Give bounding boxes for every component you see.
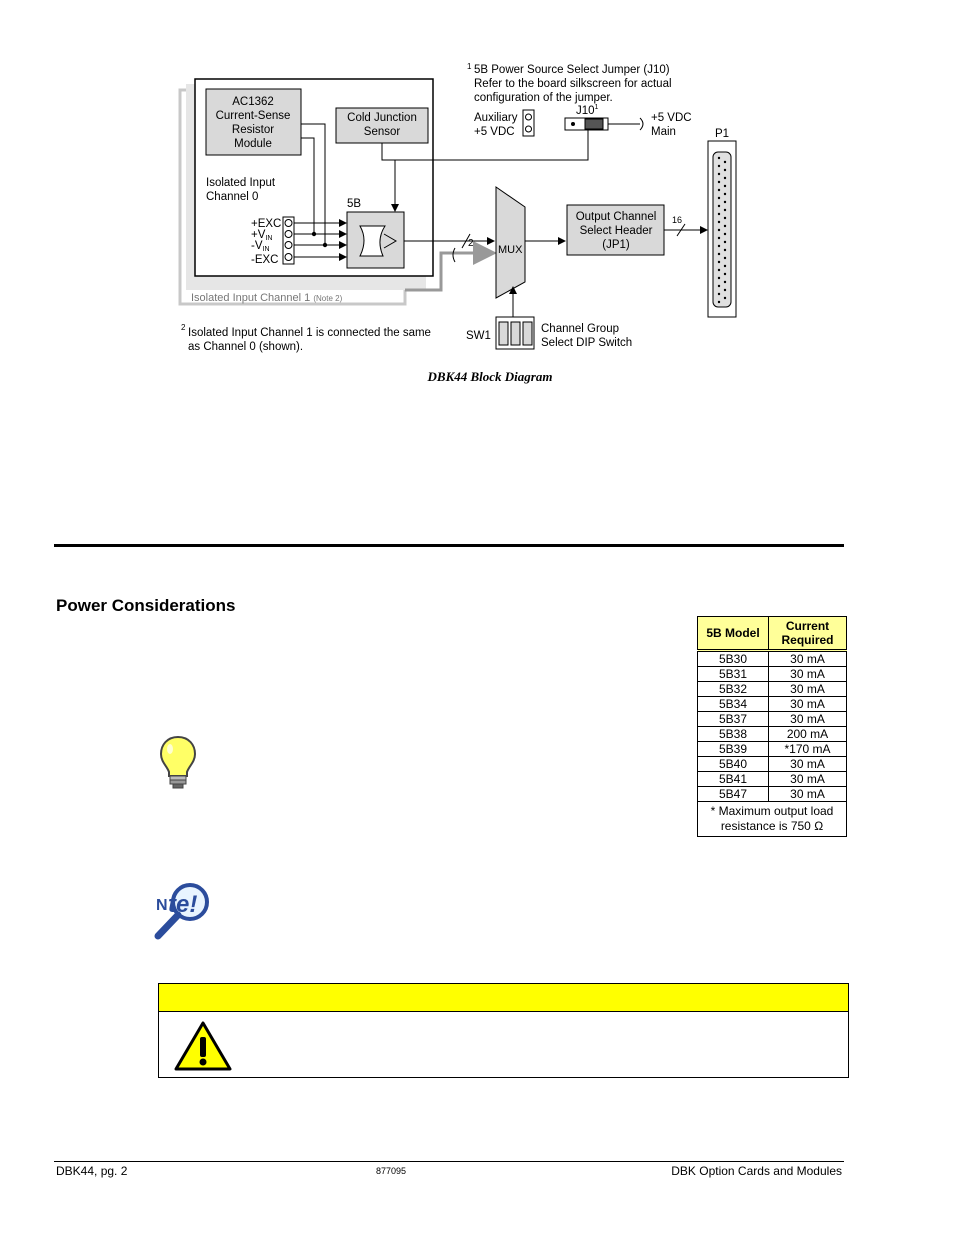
lightbulb-icon [159,735,197,789]
ac1362-box [205,88,302,156]
svg-text:as Channel 0 (shown).: as Channel 0 (shown). [188,341,303,353]
svg-text:Channel Group: Channel Group [541,323,619,335]
svg-text:+VIN: +VIN [251,229,272,242]
caution-bar [159,984,848,1012]
section-divider [54,544,844,547]
svg-text:(JP1): (JP1) [602,239,630,251]
svg-text:Auxiliary: Auxiliary [474,112,518,124]
cell-current: 30 mA [768,771,847,787]
svg-text:-VIN: -VIN [251,240,270,253]
iso1-label: Isolated Input Channel 1 (Note 2) [191,292,343,304]
svg-text:te!: te! [168,891,197,918]
cell-model: 5B47 [697,786,769,802]
cell-current: 30 mA [768,711,847,727]
cell-model: 5B37 [697,711,769,727]
warning-triangle-icon [174,1021,232,1071]
svg-text:Select Header: Select Header [580,225,653,237]
svg-text:2: 2 [181,323,186,332]
svg-text:Sensor: Sensor [364,126,401,138]
svg-text:Isolated Input Channel 1 is co: Isolated Input Channel 1 is connected th… [188,327,431,339]
table-row: 5B39*170 mA [697,741,847,757]
svg-text:Channel 0: Channel 0 [206,191,258,203]
svg-text:+5 VDC: +5 VDC [474,126,515,138]
footer-right: DBK Option Cards and Modules [671,1164,842,1178]
section-title: Power Considerations [56,596,236,615]
svg-text:+5 VDC: +5 VDC [651,112,692,124]
svg-text:MUX: MUX [498,244,523,256]
svg-text:2: 2 [468,238,474,249]
aux-connector [522,109,535,137]
cell-current: 30 mA [768,696,847,712]
svg-text:Select DIP Switch: Select DIP Switch [541,337,632,349]
cell-current: 30 mA [768,666,847,682]
svg-text:Module: Module [234,138,272,150]
cell-current: 200 mA [768,726,847,742]
cell-model: 5B32 [697,681,769,697]
cell-current: 30 mA [768,786,847,802]
terminal-block [282,216,295,265]
cell-current: 30 mA [768,681,847,697]
cell-model: 5B39 [697,741,769,757]
cell-current: 30 mA [768,756,847,772]
block-diagram: Isolated Input Channel 1 (Note 2) AC1362… [178,62,737,384]
svg-text:AC1362: AC1362 [232,96,274,108]
cell-model: 5B38 [697,726,769,742]
svg-text:Refer to the board silkscreen: Refer to the board silkscreen for actual [474,78,672,90]
svg-text:N: N [156,897,168,914]
svg-text:Main: Main [651,126,676,138]
cell-model: 5B31 [697,666,769,682]
svg-text:Current-Sense: Current-Sense [216,110,291,122]
label-5b: 5B [347,198,361,210]
note-magnifier-icon: N te! [154,883,209,940]
svg-text:Cold Junction: Cold Junction [347,112,417,124]
cell-model: 5B41 [697,771,769,787]
svg-text:P1: P1 [715,128,729,140]
cell-current: *170 mA [768,741,847,757]
svg-text:configuration of the jumper.: configuration of the jumper. [474,92,613,104]
cell-model: 5B30 [697,649,769,667]
svg-text:Output Channel: Output Channel [576,211,657,223]
diagram-caption: DBK44 Block Diagram [427,369,553,384]
svg-text:Isolated Input: Isolated Input [206,177,276,189]
caution-box [158,983,849,1078]
footer-left: DBK44, pg. 2 [56,1164,128,1178]
footer-rule [54,1161,844,1162]
footer-center: 877095 [376,1166,407,1176]
header-current: Current Required [768,616,847,651]
svg-text:1: 1 [467,62,472,71]
cell-model: 5B40 [697,756,769,772]
cell-current: 30 mA [768,649,847,667]
svg-text:+EXC: +EXC [251,218,281,230]
svg-text:Resistor: Resistor [232,124,274,136]
svg-text:5B Power Source Select Jumper: 5B Power Source Select Jumper (J10) [474,64,670,76]
mux-block [495,186,526,299]
svg-text:16: 16 [672,215,682,225]
svg-text:J101: J101 [576,104,599,117]
svg-text:-EXC: -EXC [251,254,278,266]
svg-text:SW1: SW1 [466,330,491,342]
cell-model: 5B34 [697,696,769,712]
header-model: 5B Model [697,616,769,651]
